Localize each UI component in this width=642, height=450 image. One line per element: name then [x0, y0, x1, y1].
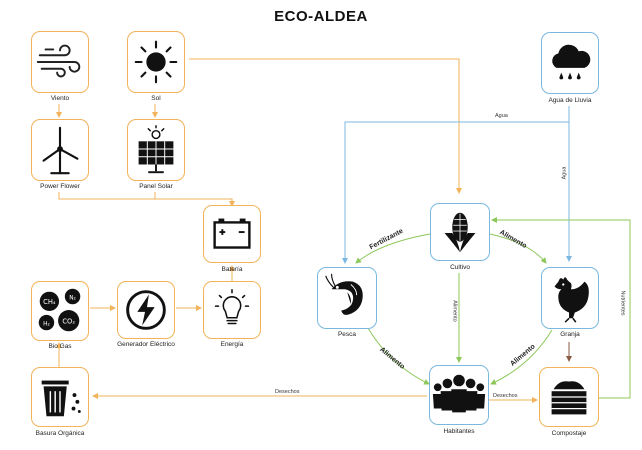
- molecule-ch4: CH₄: [43, 298, 56, 306]
- compost-bin-icon: [551, 381, 587, 415]
- panel-solar-node: [127, 119, 185, 181]
- bio-gas-node: CH₄ N₂ H₂ CO₂: [31, 281, 89, 341]
- compostaje-label: Compostaje: [551, 430, 587, 437]
- edge-compostaje-cultivo: [491, 217, 631, 399]
- compostaje-node: [539, 367, 599, 427]
- shrimp-icon: [325, 273, 363, 315]
- rain-cloud-icon: [552, 44, 591, 80]
- edge-granja-habitantes: [490, 329, 553, 385]
- edge-cultivo-granja: [489, 233, 547, 264]
- molecule-n2: N₂: [69, 295, 76, 301]
- battery-icon: [213, 218, 251, 249]
- solar-panel-icon: [138, 125, 174, 174]
- edge-label-agua-v: Agua: [561, 166, 568, 180]
- molecule-h2: H₂: [43, 321, 50, 327]
- granja-node: [541, 267, 599, 329]
- lightning-icon: [126, 290, 166, 330]
- granja-label: Granja: [560, 331, 580, 338]
- edge-label-desechos-compost: Desechos: [493, 393, 518, 399]
- chicken-icon: [554, 277, 589, 323]
- bio-gas-label: Bio Gas: [48, 343, 72, 350]
- agua-lluvia-node: [541, 32, 599, 94]
- viento-label: Viento: [50, 95, 70, 102]
- cultivo-label: Cultivo: [450, 264, 470, 271]
- panel-solar-label: Panel Solar: [139, 183, 173, 190]
- power-flower-label: Power Flower: [40, 183, 80, 190]
- cultivo-node: [430, 203, 490, 261]
- habitantes-label: Habitantes: [443, 428, 475, 435]
- sun-icon: [134, 40, 178, 84]
- bateria-node: [203, 205, 261, 263]
- diagram-title: ECO-ALDEA: [274, 8, 368, 25]
- wind-icon: [36, 44, 81, 78]
- basura-label: Basura Orgánica: [35, 430, 85, 437]
- generador-label-text: Generador Eléctrico: [117, 341, 175, 348]
- edge-sol-cultivo: [189, 58, 462, 194]
- wind-turbine-icon: [42, 126, 79, 175]
- people-group-icon: [432, 374, 486, 413]
- pesca-node: [317, 267, 377, 329]
- basura-node: [31, 367, 89, 427]
- light-bulb-icon: [214, 288, 250, 325]
- edge-cultivo-pesca: [355, 233, 431, 264]
- edge-power-panel-bateria: [58, 192, 235, 207]
- agua-lluvia-label: Agua de Lluvia: [548, 97, 592, 104]
- energia-label: Energía: [220, 341, 244, 348]
- generador-label: Generador Eléctrico: [116, 341, 176, 349]
- power-flower-node: [31, 119, 89, 181]
- corn-icon: [444, 212, 476, 253]
- pesca-label: Pesca: [337, 331, 357, 338]
- edge-label-nutrientes: Nutrientes: [619, 290, 626, 316]
- edge-label-desechos-basura: Desechos: [275, 389, 300, 395]
- edge-label-agua-h: Agua: [495, 113, 508, 119]
- sol-label: Sol: [151, 95, 161, 102]
- energia-node: [203, 281, 261, 339]
- edge-label-alimento-habitantes: Alimento: [451, 300, 458, 322]
- trash-bin-icon: [41, 380, 81, 417]
- viento-node: [31, 31, 89, 93]
- gas-molecules-icon: CH₄ N₂ H₂ CO₂: [38, 288, 81, 332]
- edge-pesca-habitantes: [367, 327, 430, 385]
- molecule-co2: CO₂: [62, 318, 75, 326]
- bateria-label: Batería: [221, 266, 243, 273]
- habitantes-node: [429, 365, 489, 425]
- edge-agua-pesca: [342, 106, 570, 264]
- generador-node: [117, 281, 175, 339]
- sol-node: [127, 31, 185, 93]
